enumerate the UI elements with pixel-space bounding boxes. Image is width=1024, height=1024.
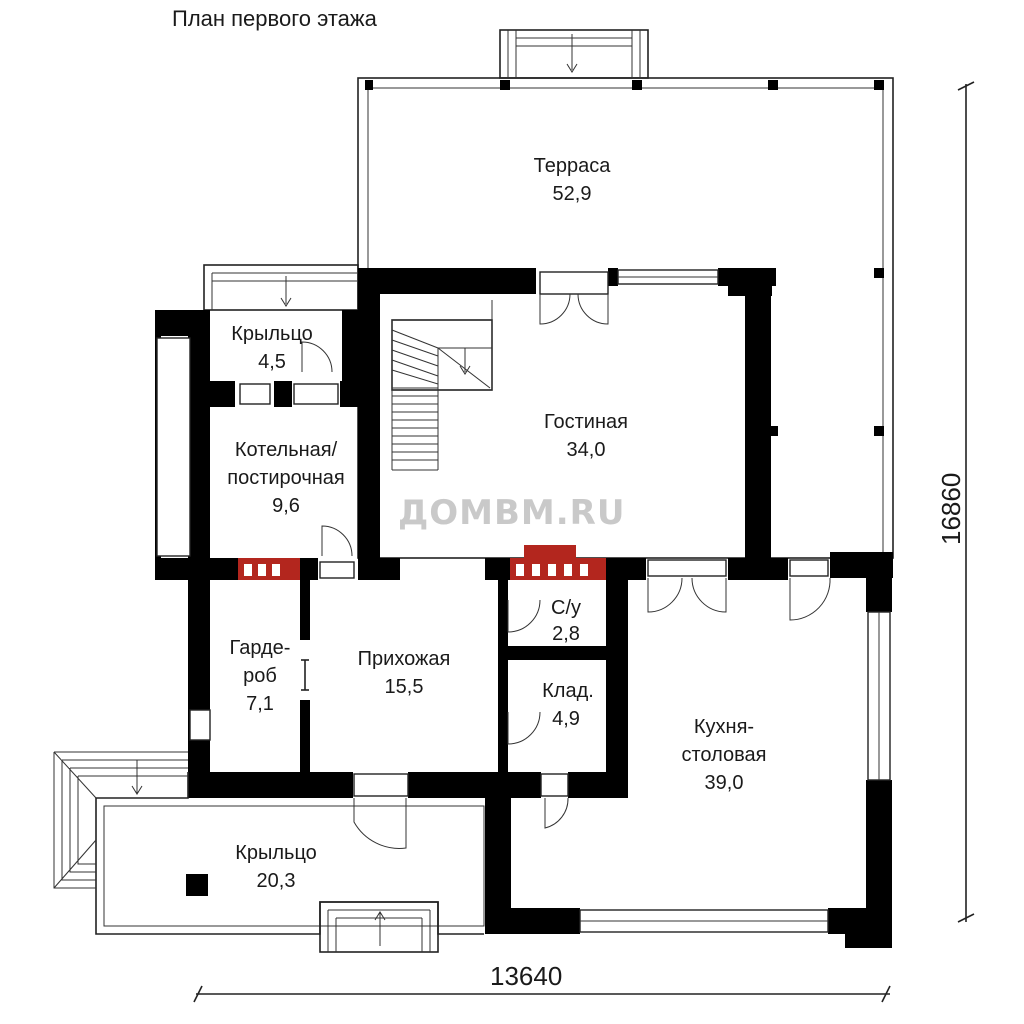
bath-name: С/у: [551, 597, 581, 619]
kitchen-name-line2: столовая: [682, 744, 767, 766]
wardrobe-area: 7,1: [246, 693, 274, 715]
terrace-area: 52,9: [553, 183, 592, 205]
staircase: [391, 300, 493, 471]
hall-area: 15,5: [385, 676, 424, 698]
porch-bottom-area: 20,3: [257, 870, 296, 892]
boiler-name-line2: постирочная: [227, 467, 345, 489]
wardrobe-name-line1: Гарде-: [230, 637, 291, 659]
living-area: 34,0: [567, 439, 606, 461]
doors: [301, 293, 831, 849]
brick-elements: [238, 545, 606, 580]
windows: [156, 269, 891, 933]
porch-bottom-outline: [53, 751, 485, 953]
kitchen-name-line1: Кухня-: [694, 716, 754, 738]
porch-top-name: Крыльцо: [231, 323, 313, 345]
watermark: ДОМВМ.RU: [398, 493, 625, 533]
pantry-area: 4,9: [552, 708, 580, 730]
wardrobe-name-line2: роб: [243, 665, 277, 687]
porch-bottom-name: Крыльцо: [235, 842, 317, 864]
height-dimension: 16860: [936, 473, 966, 545]
hall-name: Прихожая: [358, 648, 451, 670]
living-name: Гостиная: [544, 411, 628, 433]
terrace-outline: [357, 77, 894, 559]
porch-top-area: 4,5: [258, 351, 286, 373]
boiler-name-line1: Котельная/: [235, 439, 338, 461]
width-dimension: 13640: [490, 961, 562, 991]
plan-title: План первого этажа: [172, 6, 378, 31]
terrace-steps: [499, 29, 649, 79]
pantry-name: Клад.: [542, 680, 594, 702]
bath-area: 2,8: [552, 623, 580, 645]
terrace-name: Терраса: [534, 155, 612, 177]
kitchen-area: 39,0: [705, 772, 744, 794]
boiler-area: 9,6: [272, 495, 300, 517]
porch-top-steps: [203, 264, 359, 311]
dimension-lines: [193, 81, 975, 1003]
